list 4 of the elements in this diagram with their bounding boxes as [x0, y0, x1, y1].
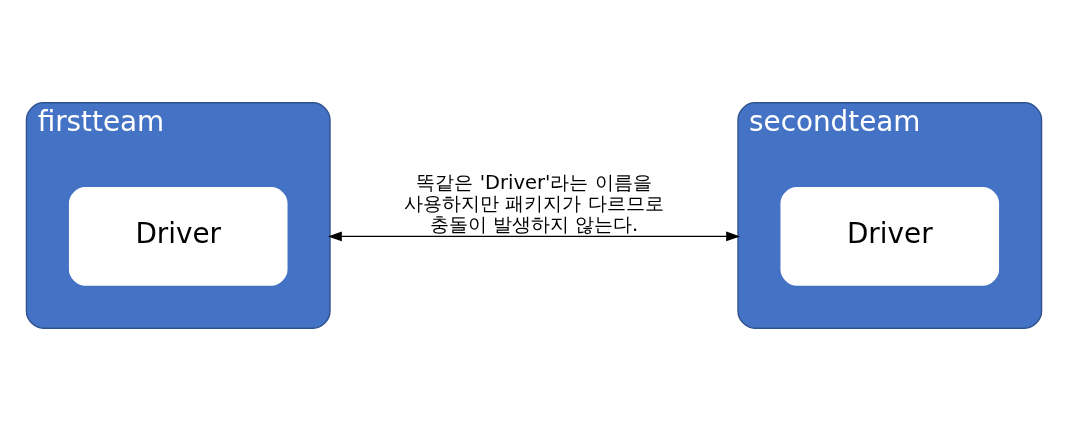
arrow [327, 231, 741, 241]
node-box: Driver [779, 185, 1001, 287]
edge-label: 똑같은 'Driver'라는 이름을 사용하지만 패키지가 다르므로 충돌이 발생하지 않는다. [404, 170, 664, 236]
node-box: Driver [67, 185, 289, 287]
